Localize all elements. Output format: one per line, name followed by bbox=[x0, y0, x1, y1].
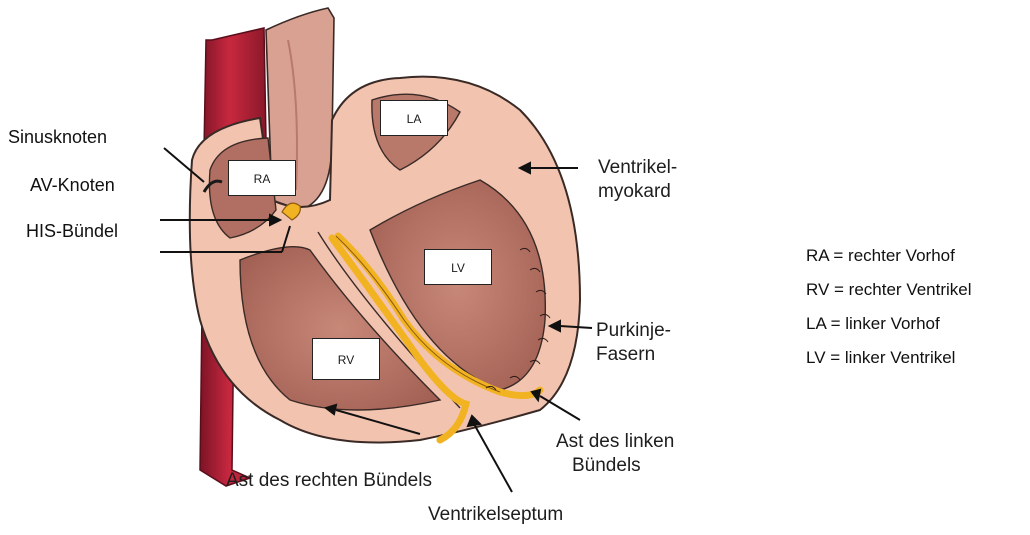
label-ast-linken: Ast des linken Bündels bbox=[556, 430, 674, 478]
label-ventrikelmyokard: Ventrikel- myokard bbox=[598, 156, 677, 204]
legend: RA = rechter Vorhof RV = rechter Ventrik… bbox=[806, 239, 972, 375]
label-purkinje-line2: Fasern bbox=[596, 343, 671, 367]
legend-item-rv: RV = rechter Ventrikel bbox=[806, 273, 972, 307]
label-ventrikelmyokard-line2: myokard bbox=[598, 180, 677, 204]
chamber-box-rv: RV bbox=[312, 338, 380, 380]
label-av-knoten: AV-Knoten bbox=[30, 175, 115, 196]
label-ast-linken-line2: Bündels bbox=[556, 454, 674, 478]
chamber-box-ra: RA bbox=[228, 160, 296, 196]
label-his-buendel: HIS-Bündel bbox=[26, 221, 118, 242]
legend-item-ra: RA = rechter Vorhof bbox=[806, 239, 972, 273]
chamber-box-la: LA bbox=[380, 100, 448, 136]
label-ventrikelmyokard-line1: Ventrikel- bbox=[598, 156, 677, 180]
label-purkinje: Purkinje- Fasern bbox=[596, 319, 671, 367]
label-ventrikelseptum: Ventrikelseptum bbox=[428, 504, 563, 526]
label-sinusknoten: Sinusknoten bbox=[8, 127, 107, 148]
label-ast-rechten: Ast des rechten Bündels bbox=[226, 470, 432, 492]
legend-item-la: LA = linker Vorhof bbox=[806, 307, 972, 341]
label-purkinje-line1: Purkinje- bbox=[596, 319, 671, 343]
label-ast-linken-line1: Ast des linken bbox=[556, 430, 674, 454]
chamber-box-lv: LV bbox=[424, 249, 492, 285]
legend-item-lv: LV = linker Ventrikel bbox=[806, 341, 972, 375]
